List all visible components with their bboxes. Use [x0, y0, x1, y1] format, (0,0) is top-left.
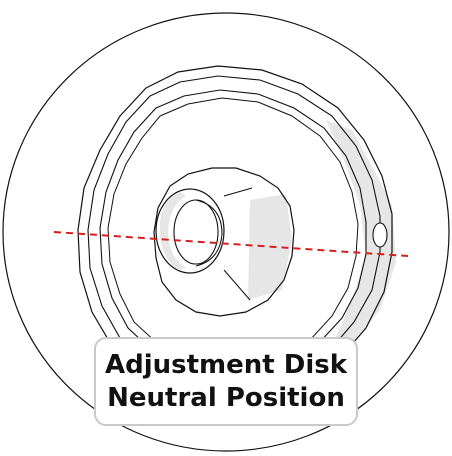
hub-outer-edge [153, 167, 295, 317]
adjustment-disk-label: Adjustment Disk Neutral Position [94, 337, 358, 426]
disk-shaded-band [326, 120, 396, 350]
hub-depth-line [223, 187, 253, 301]
label-line-1: Adjustment Disk [104, 349, 348, 380]
label-line-2: Neutral Position [107, 382, 345, 413]
hub-bore-shadow [160, 192, 186, 270]
side-hole [372, 222, 388, 248]
hub-bore-edge [195, 199, 223, 267]
hub-bore-outer [155, 188, 225, 274]
